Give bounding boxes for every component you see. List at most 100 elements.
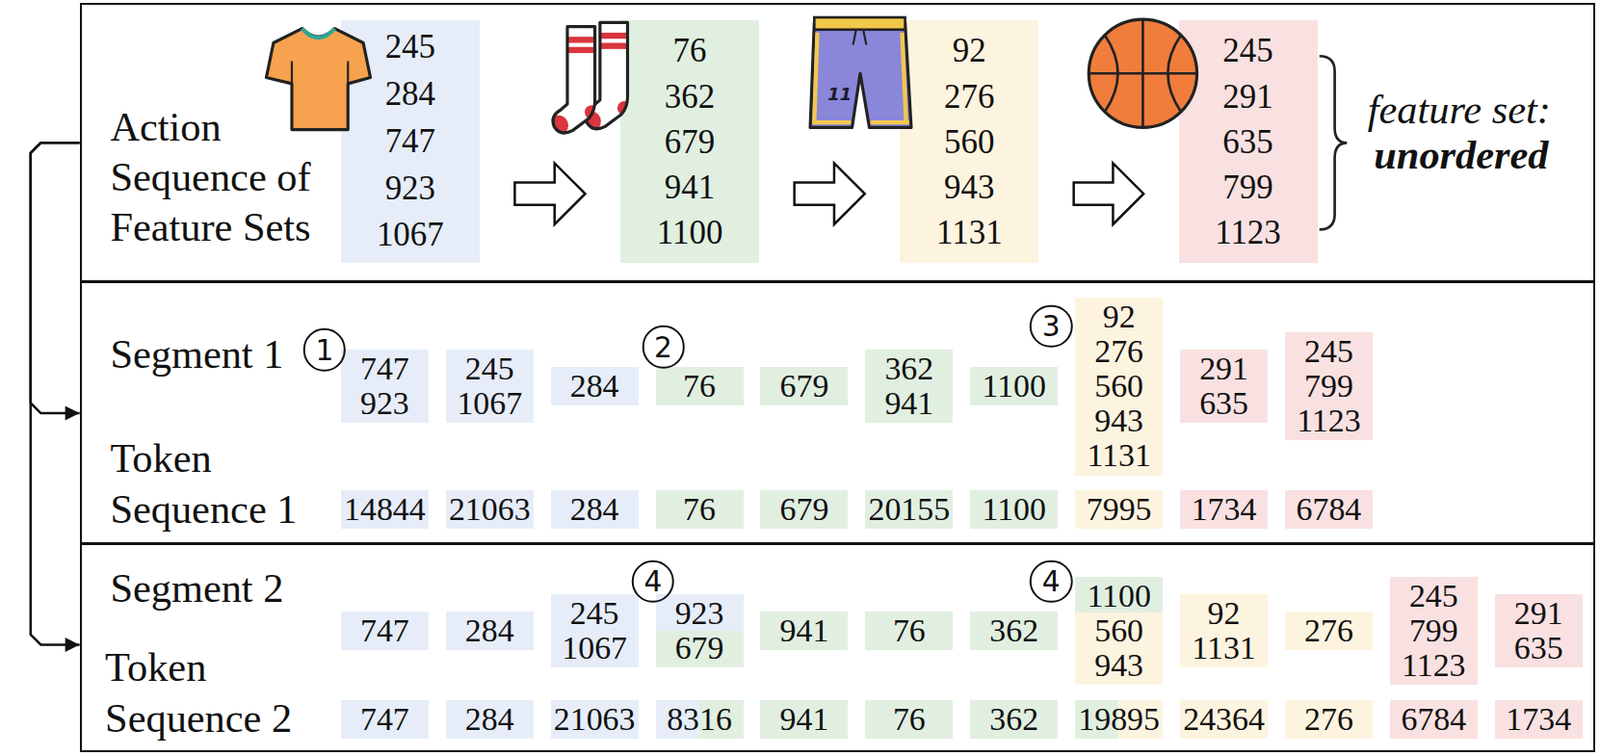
token-box: 679 (760, 490, 848, 529)
feature-id-group: 1100 (981, 368, 1047, 404)
token-box: 7995 (1075, 490, 1163, 529)
feature-group-box: 245 1067 (550, 594, 639, 668)
feature-group-box: 284 (445, 611, 534, 651)
callout-number: 2 (641, 325, 684, 368)
feature-group-box: 276 (1285, 611, 1373, 651)
token-box: 21063 (550, 700, 639, 739)
feature-id-group: 362 (989, 613, 1039, 649)
feature-id-group: 76 (892, 613, 926, 649)
feature-set-box: 245 284 747 923 1067 (340, 20, 480, 263)
feature-group-box: 291 635 (1180, 349, 1268, 423)
panel-label: Segment 2 (109, 567, 284, 610)
feature-id-list: 76 362 679 941 1100 (656, 27, 724, 256)
token-id: 19895 (1077, 702, 1160, 737)
feature-group-box: 245 799 1123 (1285, 332, 1373, 441)
feature-group-box: 1100 560 943 (1075, 577, 1163, 685)
token-box: 284 (445, 700, 534, 739)
feature-id-group: 284 (465, 613, 515, 649)
token-box: 20155 (865, 490, 953, 529)
feature-id-group: 747 923 (360, 351, 410, 421)
token-id: 284 (465, 702, 515, 737)
token-box: 8316 (655, 700, 744, 739)
feature-group-box: 245 799 1123 (1390, 577, 1478, 685)
token-id: 76 (892, 702, 926, 737)
token-id: 7995 (1086, 492, 1153, 527)
token-id: 747 (360, 702, 410, 737)
token-box: 1100 (970, 490, 1058, 529)
feature-group-box: 747 (340, 611, 429, 651)
panel: Segment 1 Token Sequence 1 747 923 245 1067… (79, 281, 1596, 544)
feature-id-list: 92 276 560 943 1131 (936, 27, 1003, 256)
callout-number: 3 (1029, 305, 1073, 348)
segmentation-connector (30, 142, 80, 645)
callout-number: 4 (1029, 560, 1073, 604)
feature-set-box: 76 362 679 941 1100 (620, 20, 760, 263)
feature-id-group: 245 799 1123 (1296, 334, 1362, 439)
shorts-icon (810, 17, 912, 128)
token-id: 21063 (448, 492, 531, 527)
token-id: 6784 (1296, 492, 1363, 527)
token-id: 8316 (666, 702, 733, 737)
segmentation-connector (30, 142, 80, 414)
token-id: 1734 (1191, 492, 1258, 527)
feature-group-box: 362 941 (865, 349, 953, 423)
token-id: 76 (682, 492, 716, 527)
token-id: 6784 (1400, 702, 1467, 737)
token-box: 747 (340, 700, 429, 739)
feature-group-box: 291 635 (1495, 594, 1583, 668)
annotation-text: unordered (1373, 130, 1548, 178)
token-id: 679 (780, 492, 830, 527)
feature-id-group: 362 941 (884, 351, 934, 421)
token-box: 1734 (1495, 700, 1583, 739)
feature-id-group: 76 (682, 368, 716, 404)
token-id: 1100 (981, 492, 1047, 527)
callout-number: 1 (303, 328, 346, 371)
feature-group-box: 941 (760, 611, 848, 651)
feature-id-list: 245 284 747 923 1067 (376, 24, 445, 260)
token-box: 6784 (1390, 700, 1478, 739)
token-id: 21063 (553, 702, 636, 737)
feature-id-group: 1100 560 943 (1086, 578, 1152, 683)
feature-id-group: 923 679 (675, 596, 725, 666)
feature-set-box: 92 276 560 943 1131 (899, 20, 1039, 263)
feature-group-box: 245 1067 (445, 349, 534, 423)
token-box: 76 (865, 700, 953, 739)
feature-id-group: 245 1067 (561, 596, 628, 666)
feature-group-box: 747 923 (340, 349, 429, 423)
panel-label: Segment 1 (109, 333, 284, 376)
panel-label: Token Sequence 2 (104, 642, 325, 745)
feature-id-group: 941 (780, 613, 830, 649)
feature-id-group: 747 (360, 613, 410, 649)
feature-group-box: 679 (760, 367, 848, 406)
socks-icon (548, 22, 632, 136)
token-box: 284 (550, 490, 639, 529)
token-box: 76 (655, 490, 744, 529)
feature-id-group: 284 (570, 368, 620, 404)
token-id: 14844 (343, 492, 426, 527)
token-id: 1734 (1505, 702, 1572, 737)
feature-set-box: 245 291 635 799 1123 (1179, 20, 1318, 263)
feature-id-group: 679 (780, 368, 830, 404)
panel-label: Token Sequence 1 (109, 433, 330, 536)
token-box: 276 (1285, 700, 1373, 739)
basketball-icon (1088, 19, 1197, 128)
jersey-number: 11 (827, 83, 852, 105)
feature-id-group: 245 799 1123 (1401, 578, 1467, 683)
feature-group-box: 923 679 (655, 594, 744, 668)
feature-group-box: 76 (655, 367, 744, 406)
annotation-text: feature set: (1367, 85, 1551, 133)
feature-group-box: 76 (865, 611, 953, 651)
feature-group-box: 362 (970, 611, 1058, 651)
panel: Action Sequence of Feature Sets 245 284 7… (79, 2, 1596, 283)
token-box: 24364 (1180, 700, 1268, 739)
panel-label: Action Sequence of Feature Sets (109, 102, 340, 253)
token-box: 6784 (1285, 490, 1373, 529)
tshirt-icon (265, 28, 370, 131)
token-box: 19895 (1075, 700, 1163, 739)
token-box: 14844 (340, 490, 429, 529)
token-id: 284 (570, 492, 620, 527)
feature-group-box: 1100 (970, 367, 1058, 406)
feature-id-group: 245 1067 (456, 351, 523, 421)
sequence-arrow (514, 162, 585, 225)
